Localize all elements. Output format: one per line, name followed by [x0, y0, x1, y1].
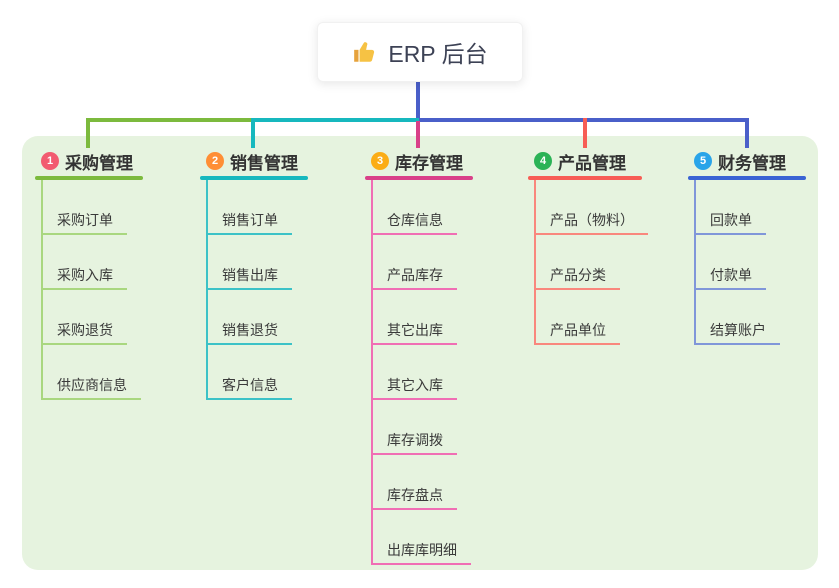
root-node[interactable]: ERP 后台 — [317, 22, 523, 82]
branch-number-badge: 1 — [41, 152, 59, 170]
branch-subtree: 回款单 付款单 结算账户 — [688, 180, 806, 345]
branch-subtree: 仓库信息 产品库存 其它出库 其它入库 库存调拨 库存盘点 出库库明细 — [365, 180, 473, 565]
mindmap-node[interactable]: 产品分类 — [534, 235, 620, 290]
branch-product: 4 产品管理 产品（物料） 产品分类 产品单位 — [528, 148, 648, 345]
mindmap-node[interactable]: 采购入库 — [41, 235, 127, 290]
branch-subtree: 采购订单 采购入库 采购退货 供应商信息 — [35, 180, 143, 400]
branch-underline — [35, 176, 143, 180]
branch-node[interactable]: 2 销售管理 — [200, 148, 308, 174]
branch-title: 产品管理 — [558, 153, 626, 173]
branch-underline — [528, 176, 642, 180]
subtree-vertical-line — [206, 180, 208, 400]
bus-segment-branch2 — [253, 118, 419, 122]
drop-connector-branch1 — [86, 118, 90, 148]
root-stem-connector — [416, 82, 420, 122]
branch-subtree: 产品（物料） 产品分类 产品单位 — [528, 180, 648, 345]
branch-underline — [365, 176, 473, 180]
mindmap-node[interactable]: 销售出库 — [206, 235, 292, 290]
branch-node[interactable]: 4 产品管理 — [528, 148, 642, 174]
branch-node[interactable]: 5 财务管理 — [688, 148, 806, 174]
mindmap-node[interactable]: 采购退货 — [41, 290, 127, 345]
branches-background-panel — [22, 136, 818, 570]
branch-title: 销售管理 — [230, 153, 298, 173]
subtree-vertical-line — [41, 180, 43, 400]
branch-purchase: 1 采购管理 采购订单 采购入库 采购退货 供应商信息 — [35, 148, 143, 400]
drop-connector-branch5 — [745, 118, 749, 148]
mindmap-node[interactable]: 销售退货 — [206, 290, 292, 345]
root-node-label: ERP 后台 — [388, 41, 488, 67]
branch-title: 库存管理 — [395, 153, 463, 173]
mindmap-node[interactable]: 仓库信息 — [371, 180, 457, 235]
branch-subtree: 销售订单 销售出库 销售退货 客户信息 — [200, 180, 308, 400]
subtree-vertical-line — [371, 180, 373, 565]
mindmap-node[interactable]: 其它出库 — [371, 290, 457, 345]
mindmap-node[interactable]: 出库库明细 — [371, 510, 471, 565]
mindmap-node[interactable]: 供应商信息 — [41, 345, 141, 400]
subtree-vertical-line — [534, 180, 536, 345]
mindmap-node[interactable]: 客户信息 — [206, 345, 292, 400]
mindmap-node[interactable]: 库存调拨 — [371, 400, 457, 455]
mindmap-node[interactable]: 结算账户 — [694, 290, 780, 345]
mindmap-node[interactable]: 产品（物料） — [534, 180, 648, 235]
drop-connector-branch3 — [416, 121, 420, 148]
branch-node[interactable]: 3 库存管理 — [365, 148, 473, 174]
drop-connector-branch2 — [251, 118, 255, 148]
branch-title: 采购管理 — [65, 153, 133, 173]
mindmap-node[interactable]: 付款单 — [694, 235, 766, 290]
branch-number-badge: 4 — [534, 152, 552, 170]
mindmap-node[interactable]: 库存盘点 — [371, 455, 457, 510]
branch-node[interactable]: 1 采购管理 — [35, 148, 143, 174]
mindmap-node[interactable]: 产品单位 — [534, 290, 620, 345]
mindmap-node[interactable]: 采购订单 — [41, 180, 127, 235]
mindmap-node[interactable]: 回款单 — [694, 180, 766, 235]
bus-segment-branch1 — [86, 118, 253, 122]
branch-underline — [200, 176, 308, 180]
mindmap-node[interactable]: 其它入库 — [371, 345, 457, 400]
subtree-vertical-line — [694, 180, 696, 345]
branch-sales: 2 销售管理 销售订单 销售出库 销售退货 客户信息 — [200, 148, 308, 400]
thumbs-up-icon — [354, 42, 375, 62]
branch-underline — [688, 176, 806, 180]
branch-title: 财务管理 — [718, 153, 786, 173]
mindmap-node[interactable]: 销售订单 — [206, 180, 292, 235]
branch-number-badge: 3 — [371, 152, 389, 170]
branch-finance: 5 财务管理 回款单 付款单 结算账户 — [688, 148, 806, 345]
drop-connector-branch4 — [583, 118, 587, 148]
branch-number-badge: 5 — [694, 152, 712, 170]
branch-number-badge: 2 — [206, 152, 224, 170]
mindmap-node[interactable]: 产品库存 — [371, 235, 457, 290]
branch-inventory: 3 库存管理 仓库信息 产品库存 其它出库 其它入库 库存调拨 库存盘点 出库库… — [365, 148, 473, 565]
